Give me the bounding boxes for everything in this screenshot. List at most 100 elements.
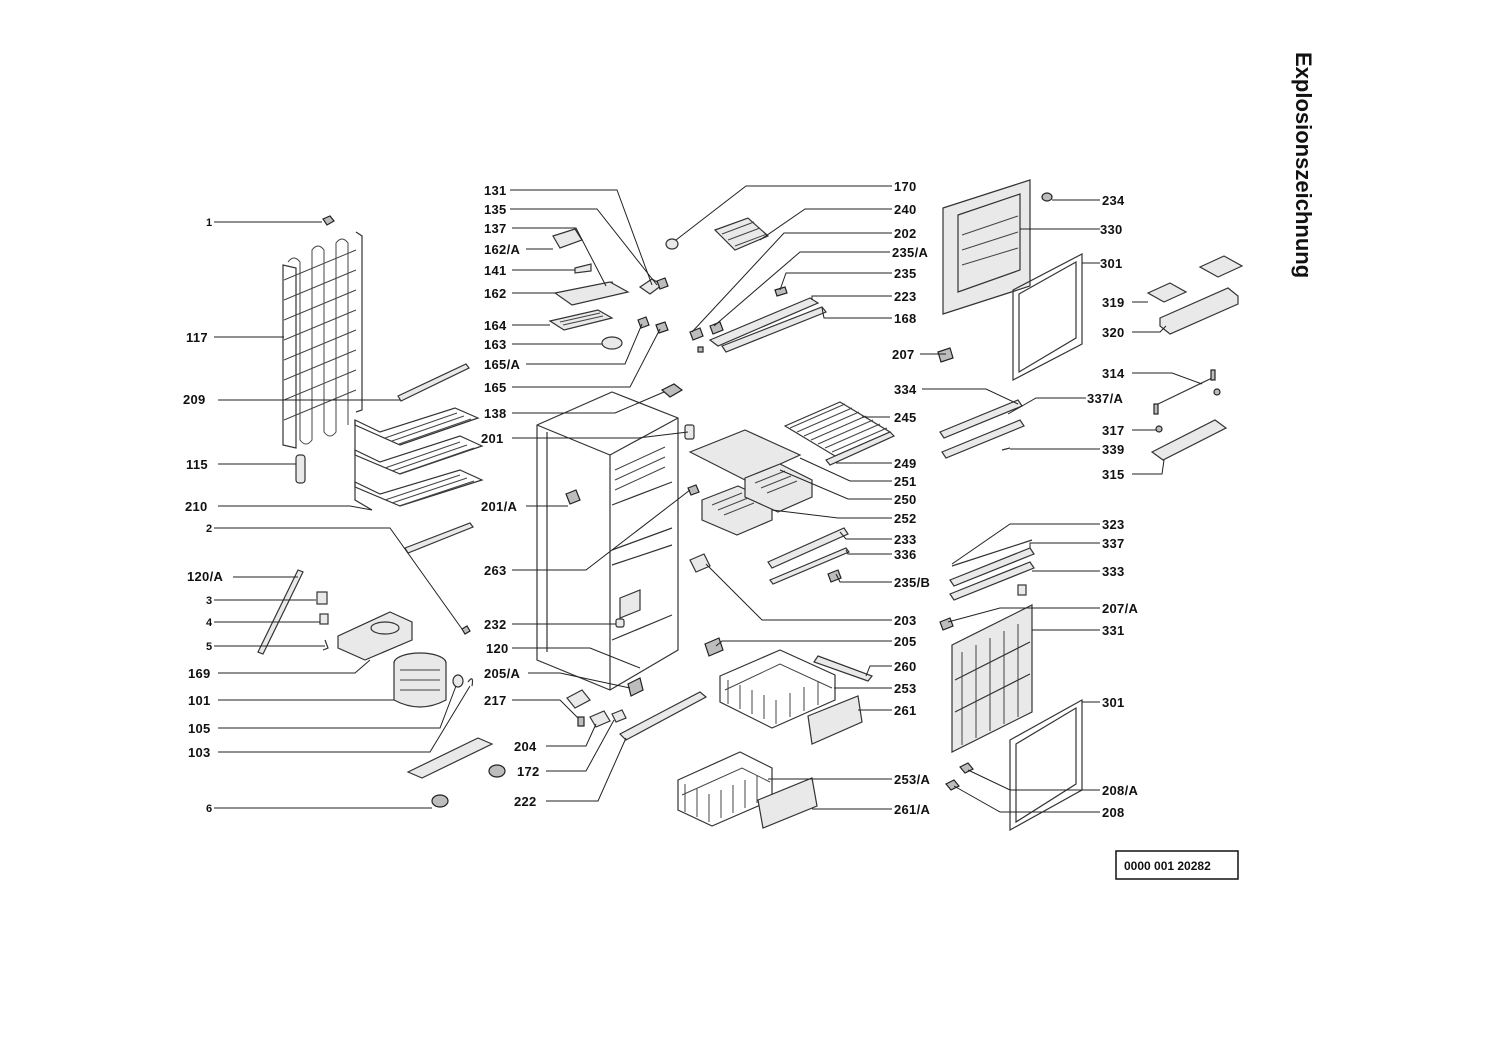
label-261a: 261/A [894, 802, 931, 817]
label-250: 250 [894, 492, 917, 507]
part-336-rail [769, 547, 850, 585]
label-135: 135 [484, 202, 507, 217]
part-261-front [807, 695, 863, 745]
label-205a: 205/A [484, 666, 521, 681]
label-233: 233 [894, 532, 917, 547]
diagram-title: Explosionszeichnung [1291, 52, 1316, 278]
drawing-number-box [1115, 850, 1239, 880]
label-165a: 165/A [484, 357, 521, 372]
part-320-shelf [1159, 287, 1239, 335]
part-6-foot [431, 794, 449, 808]
part-172-bracket [611, 709, 627, 723]
part-314-pin [1153, 403, 1159, 415]
label-138: 138 [484, 406, 507, 421]
part-105-relay [452, 674, 464, 688]
part-252-drawers [701, 463, 813, 536]
label-207a: 207/A [1102, 601, 1139, 616]
label-336: 336 [894, 547, 917, 562]
part-217-screw [577, 716, 585, 727]
label-4: 4 [206, 617, 213, 629]
part-3-block [316, 591, 328, 605]
part-240-icetray [713, 217, 770, 251]
part-162-cover [553, 281, 630, 306]
part-164-plate [548, 309, 614, 331]
label-234: 234 [1102, 193, 1125, 208]
part-138-hinge [660, 383, 684, 398]
part-301-gasket-top [1012, 253, 1083, 381]
part-261a-front [757, 777, 818, 829]
label-253a: 253/A [894, 772, 931, 787]
part-208-block [945, 779, 960, 791]
label-337: 337 [1102, 536, 1125, 551]
label-337a: 337/A [1087, 391, 1124, 406]
part-337a-rail [941, 419, 1025, 459]
label-101: 101 [188, 693, 211, 708]
label-6: 6 [206, 803, 212, 815]
part-245-grid-shelf [783, 401, 892, 457]
label-323: 323 [1102, 517, 1125, 532]
fridge-door [951, 604, 1033, 753]
label-319: 319 [1102, 295, 1125, 310]
part-165a-socket [637, 316, 650, 329]
part-120a-strip [257, 569, 304, 655]
label-203: 203 [894, 613, 917, 628]
label-210: 210 [185, 499, 208, 514]
label-209: 209 [183, 392, 206, 407]
label-339: 339 [1102, 442, 1125, 457]
part-205-bracket [704, 637, 724, 657]
part-207a-pin [1017, 584, 1027, 596]
part-203-bracket [689, 553, 711, 573]
condenser-part [282, 231, 363, 449]
label-315: 315 [1102, 467, 1125, 482]
label-205: 205 [894, 634, 917, 649]
label-252: 252 [894, 511, 917, 526]
label-222: 222 [514, 794, 537, 809]
part-4-block [319, 613, 329, 625]
part-253-basket [719, 649, 836, 729]
part-101-compressor [393, 652, 447, 708]
label-249: 249 [894, 456, 917, 471]
part-333-rail [949, 561, 1035, 601]
label-103: 103 [188, 745, 211, 760]
part-labels: 1 117 209 115 210 2 120/A 3 4 5 169 101 … [183, 179, 1139, 820]
part-small-rivet [697, 346, 704, 353]
part-315-shelf [1150, 419, 1228, 461]
part-base-plate [406, 737, 494, 779]
label-217: 217 [484, 693, 507, 708]
part-163-lamp [601, 336, 623, 350]
label-117: 117 [186, 330, 208, 345]
part-249-rail [825, 431, 896, 466]
label-240: 240 [894, 202, 917, 217]
part-222-strip [618, 691, 708, 741]
part-314-top [1210, 369, 1216, 381]
label-320: 320 [1102, 325, 1125, 340]
part-204-cover [589, 710, 611, 728]
part-1-clip [322, 215, 335, 226]
label-172: 172 [517, 764, 540, 779]
label-2: 2 [206, 523, 212, 535]
label-232: 232 [484, 617, 507, 632]
part-103-cable [467, 678, 474, 687]
label-202: 202 [894, 226, 917, 241]
label-141: 141 [484, 263, 507, 278]
label-162: 162 [484, 286, 507, 301]
label-1: 1 [206, 217, 212, 229]
part-168-rail [721, 306, 827, 353]
part-foot-rear [488, 764, 506, 778]
part-323-wire [951, 539, 1033, 567]
label-333: 333 [1102, 564, 1125, 579]
label-317: 317 [1102, 423, 1125, 438]
part-232-lamp [615, 618, 625, 628]
label-235a: 235/A [892, 245, 929, 260]
label-164: 164 [484, 318, 507, 333]
label-245: 245 [894, 410, 917, 425]
label-204: 204 [514, 739, 537, 754]
part-337-rail [949, 547, 1035, 587]
part-202-clip [689, 327, 704, 341]
label-207: 207 [892, 347, 915, 362]
label-163: 163 [484, 337, 507, 352]
part-339-wire [1001, 447, 1011, 451]
label-263: 263 [484, 563, 507, 578]
part-314-rod [1155, 377, 1213, 406]
label-330: 330 [1100, 222, 1123, 237]
